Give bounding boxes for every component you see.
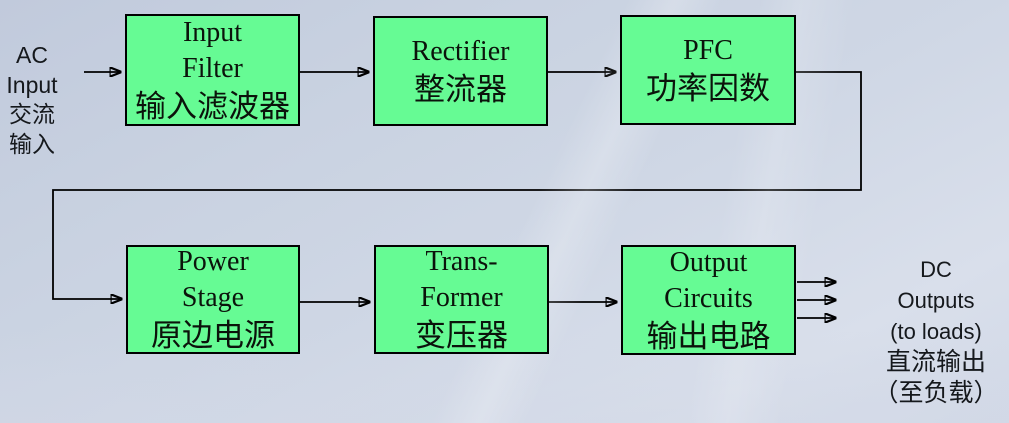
block-line: Power — [177, 246, 249, 277]
block-line: Trans- — [425, 246, 498, 277]
block-line: Circuits — [664, 282, 753, 314]
block-line: Stage — [181, 282, 245, 313]
ac-input-line: 输入 — [9, 132, 55, 157]
block-line: Input — [182, 16, 243, 48]
label-dc-outputs: DC Outputs (to loads) 直流输出 （至负载） — [870, 254, 1002, 409]
block-line: 功率因数 — [646, 70, 770, 106]
block-line: Filter — [182, 52, 243, 84]
dc-output-line: （至负载） — [873, 380, 999, 407]
ac-input-line: Input — [6, 72, 58, 98]
block-line: 整流器 — [414, 71, 507, 107]
dc-output-line: 直流输出 — [885, 349, 986, 376]
ac-input-line: AC — [16, 42, 48, 68]
block-line: PFC — [683, 34, 733, 66]
block-line: Output — [669, 246, 748, 278]
block-transformer: Trans- Former 变压器 — [374, 245, 549, 354]
block-input-filter: Input Filter 输入滤波器 — [125, 14, 300, 126]
block-line: 输入滤波器 — [135, 88, 290, 124]
block-pfc: PFC 功率因数 — [620, 15, 796, 125]
label-ac-input: AC Input 交流 输入 — [0, 40, 64, 160]
block-line: 输出电路 — [646, 318, 771, 354]
block-rectifier: Rectifier 整流器 — [373, 16, 548, 126]
block-line: 变压器 — [415, 318, 508, 353]
block-line: 原边电源 — [151, 318, 275, 353]
dc-output-line: Outputs — [897, 288, 975, 313]
block-line: Former — [420, 282, 503, 313]
block-line: Rectifier — [411, 35, 510, 67]
block-power-stage: Power Stage 原边电源 — [126, 245, 300, 354]
ac-input-line: 交流 — [9, 102, 55, 127]
dc-output-line: DC — [920, 257, 952, 282]
block-output-circuits: Output Circuits 输出电路 — [621, 245, 796, 355]
dc-output-line: (to loads) — [890, 319, 982, 344]
